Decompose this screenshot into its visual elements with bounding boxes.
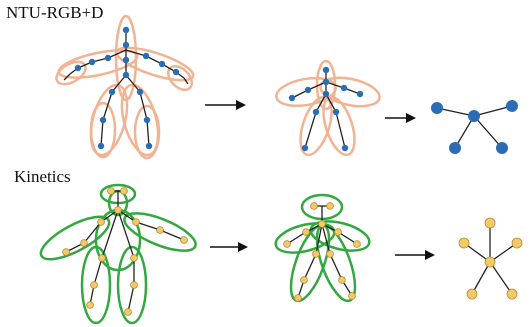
ntu-joint — [302, 145, 308, 151]
kin-joint — [91, 282, 98, 289]
kin-joint — [157, 227, 164, 234]
kinetics-final-graph — [459, 218, 522, 299]
kin-joint — [63, 249, 70, 256]
arrow — [395, 250, 435, 260]
ntu-joint — [305, 87, 311, 93]
ntu-joint — [109, 89, 115, 95]
kin-node — [512, 238, 522, 248]
ntu-joint — [75, 65, 81, 71]
ntu-joint — [146, 143, 152, 149]
kin-joint — [295, 295, 302, 302]
ntu-part-right-hand — [164, 62, 197, 95]
ntu-part-right-shin — [135, 106, 159, 158]
ntu-joint — [357, 91, 363, 97]
ntu-full-skeleton — [53, 16, 197, 159]
kin-joint — [81, 240, 88, 247]
ntu-joint — [105, 55, 111, 61]
kin-joint — [125, 309, 132, 316]
ntu-joint — [143, 53, 149, 59]
ntu-joint — [289, 95, 295, 101]
ntu-part-left-shin — [91, 103, 115, 157]
ntu-joint — [173, 69, 179, 75]
kinetics-full-skeleton — [35, 185, 200, 323]
arrow — [210, 242, 248, 252]
ntu-joint — [323, 67, 329, 73]
ntu-joint — [342, 145, 348, 151]
ntu-joint — [323, 79, 329, 85]
ntu-joint — [137, 89, 143, 95]
ntu-joint — [313, 109, 319, 115]
kin-node — [485, 218, 495, 228]
kin-node — [485, 257, 495, 267]
kin-joint — [327, 203, 334, 210]
kin-joint — [181, 237, 188, 244]
ntu-joint — [100, 117, 106, 123]
kin-joint — [349, 293, 356, 300]
kin-joint — [131, 282, 138, 289]
kin-joint — [303, 229, 310, 236]
kin-joint — [115, 207, 122, 214]
ntu-joint — [323, 91, 329, 97]
kin-joint — [133, 219, 140, 226]
ntu-node — [431, 102, 443, 114]
kinetics-pooled-skeleton — [273, 195, 373, 305]
ntu-joint — [123, 57, 129, 63]
arrow — [385, 113, 416, 123]
arrow — [205, 100, 246, 110]
kin-joint — [335, 229, 342, 236]
ntu-joint — [123, 72, 129, 78]
ntu-joint — [123, 27, 129, 33]
kin-node — [507, 289, 517, 299]
ntu-joint — [123, 42, 129, 48]
kin-joint — [339, 277, 346, 284]
ntu-joint — [333, 109, 339, 115]
kin-joint — [313, 251, 320, 258]
kin-pool-left-leg — [283, 221, 337, 306]
kin-joint — [284, 241, 291, 248]
kin-node — [459, 238, 469, 248]
ntu-node — [449, 142, 461, 154]
ntu-final-graph — [431, 100, 518, 154]
kin-node — [467, 289, 477, 299]
ntu-joint — [341, 85, 347, 91]
kin-joint — [87, 302, 94, 309]
kin-joint — [311, 203, 318, 210]
ntu-node — [468, 110, 480, 122]
ntu-node — [506, 100, 518, 112]
kin-joint — [131, 255, 138, 262]
ntu-joint — [89, 59, 95, 65]
ntu-pooled-skeleton — [274, 61, 382, 159]
ntu-joint — [144, 117, 150, 123]
kin-joint — [301, 277, 308, 284]
kin-joint — [319, 221, 326, 228]
ntu-joint — [159, 61, 165, 67]
kin-joint — [108, 188, 115, 195]
kin-joint — [354, 241, 361, 248]
ntu-joint — [98, 143, 104, 149]
kin-joint — [99, 255, 106, 262]
kin-joint — [98, 219, 105, 226]
kin-joint — [327, 251, 334, 258]
kin-joint — [121, 188, 128, 195]
ntu-node — [496, 142, 508, 154]
